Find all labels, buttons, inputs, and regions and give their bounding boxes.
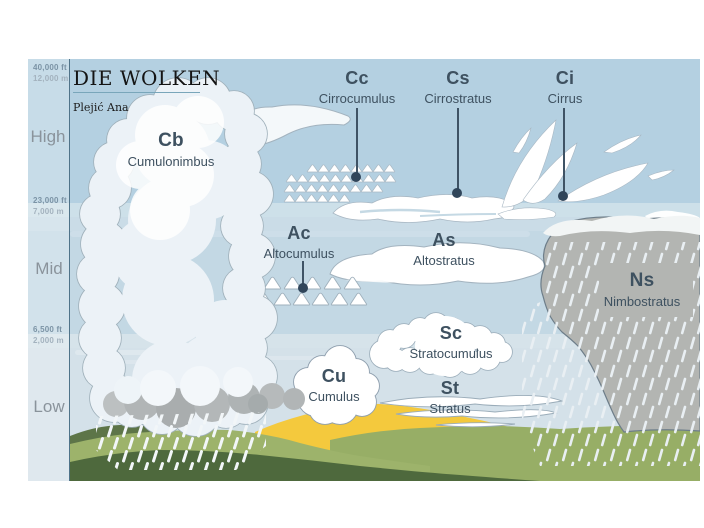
cloud-diagram-canvas (28, 59, 700, 481)
cloud-label-cumulus: Cu Cumulus (308, 367, 359, 403)
cloud-code: Cs (446, 68, 470, 88)
cloud-code: Ci (555, 68, 575, 88)
cloud-name: Cirrocumulus (318, 91, 396, 106)
level-label-mid: Mid (35, 259, 63, 278)
altitude-marker-23000ft: 23,000 ft 7,000 m (33, 195, 67, 217)
altitude-ft-label: 6,500 ft (33, 325, 63, 334)
cloud-name: Cumulus (308, 389, 360, 404)
altocumulus-pointer-dot (298, 283, 308, 293)
rain (96, 242, 700, 470)
cloud-label-stratus: St Stratus (429, 379, 470, 415)
stratocumulus-cloud (369, 312, 513, 378)
cloud-label-cirrostratus: Cs Cirrostratus (424, 69, 491, 105)
altitude-ft-label: 23,000 ft (33, 196, 67, 205)
cloud-code: Ac (287, 223, 311, 243)
altitude-m-label: 2,000 m (33, 336, 64, 345)
cloud-code: As (432, 230, 456, 250)
cloud-name: Cumulonimbus (127, 154, 215, 169)
title-underline (73, 92, 200, 93)
altostratus-cloud (329, 242, 545, 286)
page-title: DIE WOLKEN (73, 66, 221, 90)
author-name: Plejić Ana (73, 101, 129, 114)
cloud-label-cumulonimbus: Cb Cumulonimbus (128, 131, 215, 168)
cloud-label-altocumulus: Ac Altocumulus (264, 224, 335, 260)
cirrocumulus-pointer-line (356, 108, 358, 177)
cirrostratus-pointer-line (457, 108, 459, 193)
cloud-code: St (440, 378, 460, 398)
cloud-name: Cirrostratus (424, 91, 492, 106)
cloud-name: Stratus (429, 401, 471, 416)
cirrocumulus-pointer-dot (351, 172, 361, 182)
cloud-name: Cirrus (547, 91, 583, 106)
altitude-marker-40000ft: 40,000 ft 12,000 m (33, 62, 68, 84)
cumulus-cloud (293, 345, 380, 425)
cirrostratus-pointer-dot (452, 188, 462, 198)
level-label-low: Low (33, 397, 65, 416)
cloud-label-cirrocumulus: Cc Cirrocumulus (319, 69, 396, 105)
cloud-label-cirrus: Ci Cirrus (548, 69, 583, 105)
cloud-code: Ns (629, 270, 655, 291)
cloud-label-stratocumulus: Sc Stratocumulus (409, 324, 492, 360)
cloud-code: Sc (439, 323, 463, 343)
altitude-m-label: 7,000 m (33, 207, 64, 216)
cloud-code: Cu (321, 366, 347, 386)
altitude-axis-band (28, 59, 70, 481)
altitude-marker-6500ft: 6,500 ft 2,000 m (33, 324, 64, 346)
cloud-code: Cc (345, 68, 369, 88)
cloud-label-nimbostratus: Ns Nimbostratus (604, 271, 681, 308)
cloud-name: Nimbostratus (603, 294, 681, 309)
cloud-code: Cb (158, 130, 184, 151)
altocumulus-pointer-line (302, 261, 304, 288)
altitude-ft-label: 40,000 ft (33, 63, 67, 72)
cirrus-pointer-line (563, 108, 565, 196)
cloud-name: Altocumulus (263, 246, 335, 261)
altitude-m-label: 12,000 m (33, 74, 69, 83)
level-label-high: High (30, 127, 66, 146)
cirrus-pointer-dot (558, 191, 568, 201)
cloud-name: Altostratus (413, 253, 475, 268)
cloud-label-altostratus: As Altostratus (413, 231, 474, 267)
cloud-name: Stratocumulus (409, 346, 493, 361)
